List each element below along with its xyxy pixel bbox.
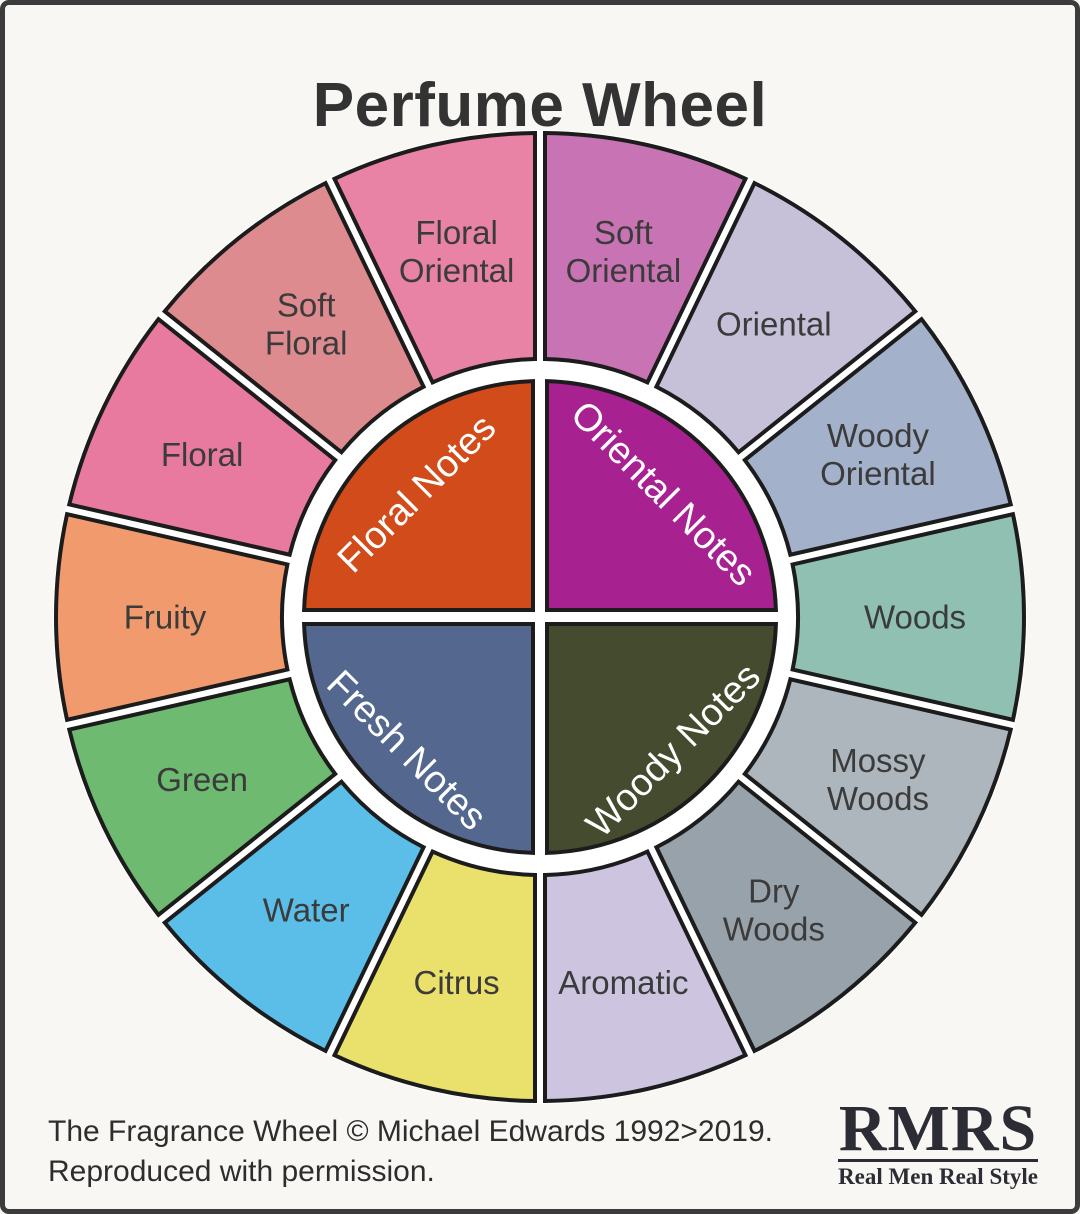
quadrant-oriental-notes <box>545 379 778 612</box>
segment-label-floral: Floral <box>161 436 244 473</box>
rmrs-logo-divider <box>838 1159 1038 1162</box>
attribution-line-1: The Fragrance Wheel © Michael Edwards 19… <box>48 1115 773 1148</box>
segment-woods <box>790 511 1026 723</box>
rmrs-logo-tagline: Real Men Real Style <box>838 1164 1038 1189</box>
segment-oriental <box>653 180 919 456</box>
segment-label-water: Water <box>263 892 350 929</box>
segment-floral <box>66 316 338 558</box>
segment-aromatic <box>543 848 749 1103</box>
segment-label-green: Green <box>156 761 248 798</box>
segment-label-citrus: Citrus <box>414 964 500 1001</box>
segment-label-woods: Woods <box>864 599 966 636</box>
segment-label-fruity: Fruity <box>124 599 207 636</box>
segment-label-aromatic: Aromatic <box>558 964 688 1001</box>
quadrant-floral-notes <box>302 379 535 612</box>
segment-dry-woods <box>653 778 919 1054</box>
segment-soft-floral <box>161 180 427 456</box>
attribution: The Fragrance Wheel © Michael Edwards 19… <box>48 1112 773 1192</box>
quadrant-fresh-notes <box>302 622 535 855</box>
segment-woody-oriental <box>742 316 1014 558</box>
segment-floral-oriental <box>331 131 537 386</box>
segment-label-oriental: Oriental <box>716 305 832 342</box>
rmrs-logo: RMRS Real Men Real Style <box>838 1092 1038 1190</box>
segment-green <box>66 676 338 918</box>
segment-fruity <box>54 511 290 723</box>
segment-soft-oriental <box>543 131 749 386</box>
rmrs-logo-acronym: RMRS <box>838 1092 1038 1165</box>
segment-citrus <box>331 848 537 1103</box>
segment-water <box>161 778 427 1054</box>
page-title: Perfume Wheel <box>312 70 768 140</box>
segment-mossy-woods <box>742 676 1014 918</box>
quadrant-woody-notes <box>545 622 778 855</box>
attribution-line-2: Reproduced with permission. <box>48 1155 435 1188</box>
